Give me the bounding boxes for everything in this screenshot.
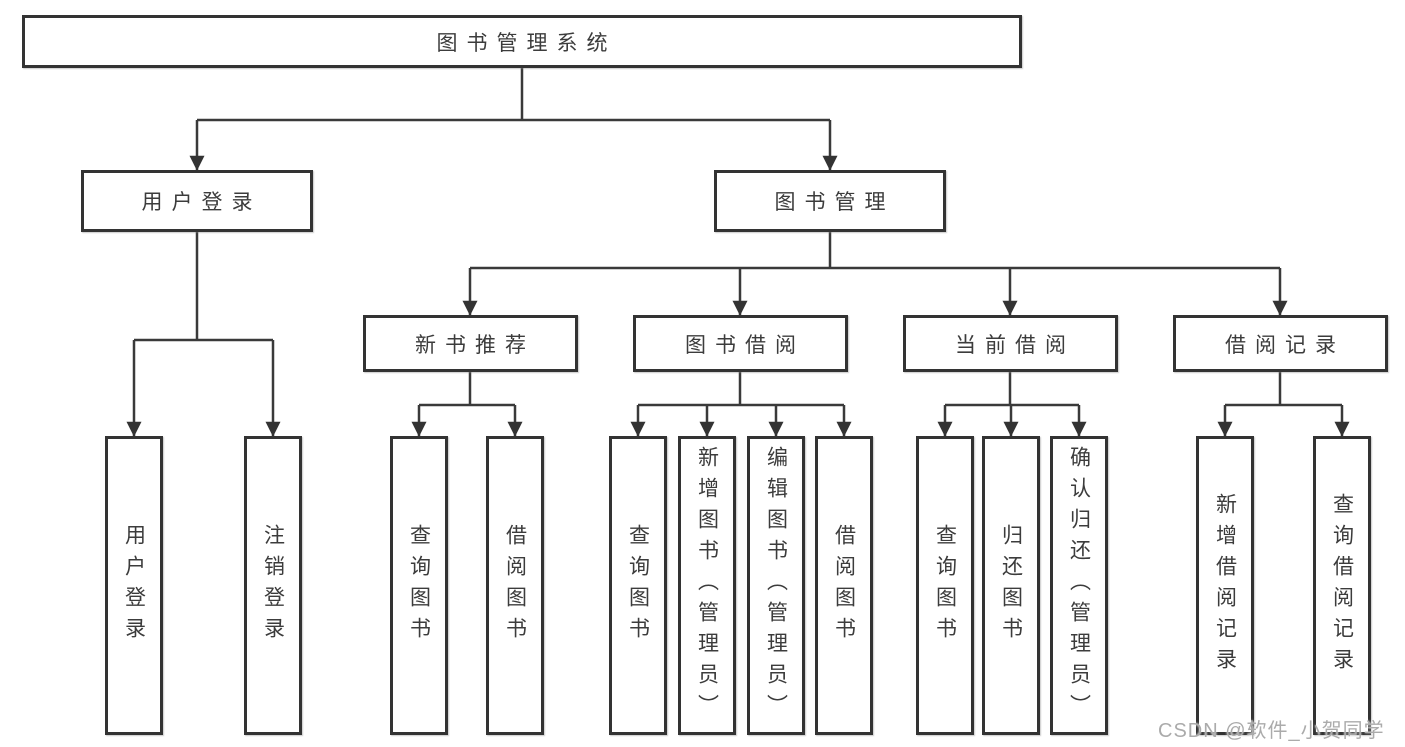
node-borrow-records-label: 借阅记录 [1225, 333, 1345, 357]
leaf-newbook-borrow-books: 借阅图书 [486, 436, 544, 735]
leaf-newbook-query-books: 查询图书 [390, 436, 448, 735]
leaf-records-query-record: 查询借阅记录 [1313, 436, 1371, 735]
connector-book-management-trunk [470, 232, 1280, 270]
node-current-borrow: 当前借阅 [903, 315, 1118, 372]
leaf-user-login: 用户登录 [105, 436, 163, 735]
leaf-borrow-query-books-label: 查询图书 [626, 523, 650, 648]
node-current-borrow-label: 当前借阅 [955, 333, 1075, 357]
leaf-current-return-books-label: 归还图书 [999, 523, 1023, 648]
leaf-current-confirm-return-admin: 确认归还（管理员） [1050, 436, 1108, 735]
leaf-borrow-edit-books-admin-label: 编辑图书（管理员） [764, 446, 788, 725]
leaf-records-add-record-label: 新增借阅记录 [1213, 492, 1237, 679]
connector-user-login-trunk [134, 232, 273, 342]
leaf-borrow-add-books-admin-label: 新增图书（管理员） [695, 446, 719, 725]
node-new-book-recommend-label: 新书推荐 [415, 333, 535, 357]
watermark: CSDN @软件_小贺同学 [1158, 720, 1385, 742]
leaf-borrow-borrow-books-label: 借阅图书 [832, 523, 856, 648]
leaf-user-login-label: 用户登录 [122, 523, 146, 648]
leaf-current-query-books-label: 查询图书 [933, 523, 957, 648]
leaf-current-confirm-return-admin-label: 确认归还（管理员） [1067, 446, 1091, 725]
connector-root-trunk [197, 68, 830, 122]
leaf-borrow-add-books-admin: 新增图书（管理员） [678, 436, 736, 735]
connector-borrow-records-trunk [1225, 372, 1342, 407]
node-new-book-recommend: 新书推荐 [363, 315, 578, 372]
leaf-logout-label: 注销登录 [261, 523, 285, 648]
node-book-management-label: 图书管理 [774, 191, 895, 214]
leaf-records-query-record-label: 查询借阅记录 [1330, 492, 1354, 679]
node-book-management: 图书管理 [714, 170, 946, 232]
node-book-borrow: 图书借阅 [633, 315, 848, 372]
connector-book-borrow-trunk [638, 372, 844, 407]
leaf-borrow-query-books: 查询图书 [609, 436, 667, 735]
leaf-borrow-borrow-books: 借阅图书 [815, 436, 873, 735]
leaf-current-return-books: 归还图书 [982, 436, 1040, 735]
leaf-newbook-borrow-books-label: 借阅图书 [503, 523, 527, 648]
node-root: 图书管理系统 [22, 15, 1022, 68]
node-user-login: 用户登录 [81, 170, 313, 232]
leaf-current-query-books: 查询图书 [916, 436, 974, 735]
node-user-login-label: 用户登录 [141, 191, 262, 214]
node-borrow-records: 借阅记录 [1173, 315, 1388, 372]
connector-current-borrow-trunk [945, 372, 1079, 407]
leaf-records-add-record: 新增借阅记录 [1196, 436, 1254, 735]
node-book-borrow-label: 图书借阅 [685, 333, 805, 357]
connector-new-book-trunk [419, 372, 515, 407]
leaf-newbook-query-books-label: 查询图书 [407, 523, 431, 648]
node-root-label: 图书管理系统 [436, 31, 617, 55]
leaf-borrow-edit-books-admin: 编辑图书（管理员） [747, 436, 805, 735]
leaf-logout: 注销登录 [244, 436, 302, 735]
